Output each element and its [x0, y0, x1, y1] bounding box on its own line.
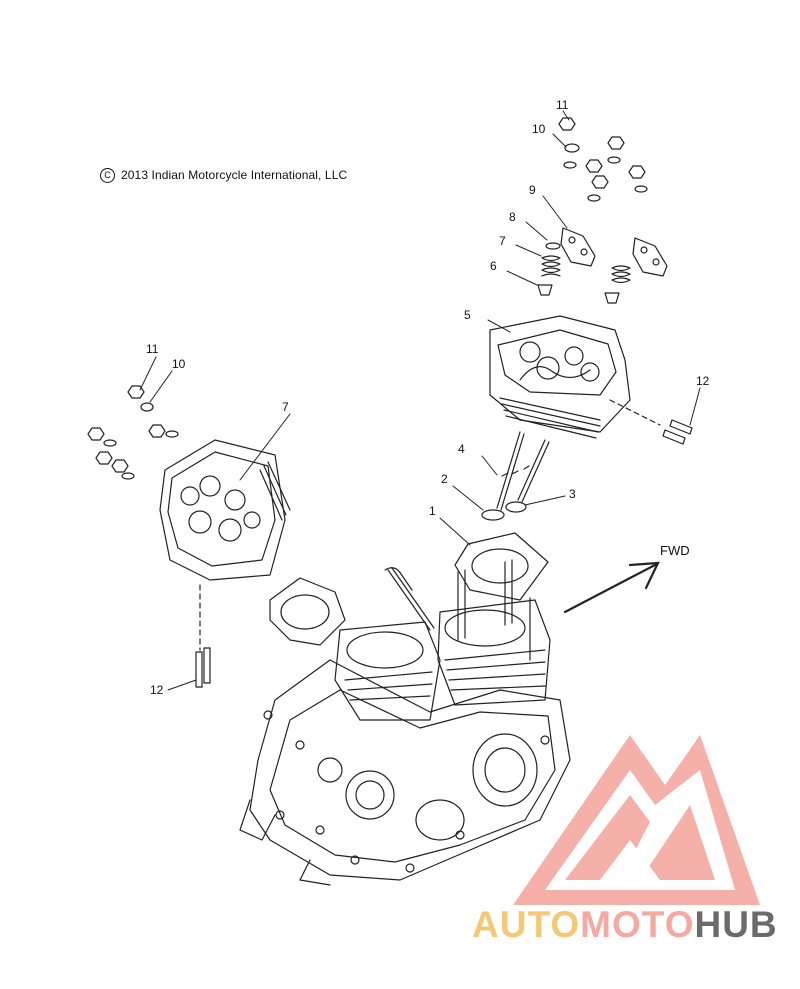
callout-2: 2	[441, 472, 448, 486]
dowel-pins-rear	[609, 399, 693, 445]
brand-part-auto: AUTO	[472, 904, 581, 945]
rear-cylinder-head	[489, 315, 631, 439]
dowel-pins-front	[195, 584, 211, 688]
crankcase-and-cylinders	[239, 559, 571, 886]
copyright-text: 2013 Indian Motorcycle International, LL…	[121, 168, 348, 182]
valve-springs	[537, 242, 631, 304]
watermark-logo-icon	[513, 735, 760, 905]
callout-3: 3	[569, 487, 576, 501]
callout-5: 5	[464, 308, 471, 322]
brand-part-moto: MOTO	[580, 904, 695, 945]
copyright-symbol: C	[100, 168, 115, 184]
callout-11-rear: 11	[556, 98, 569, 112]
callout-9: 9	[529, 183, 536, 197]
front-cylinder-head	[159, 439, 291, 581]
rear-head-nuts	[558, 117, 648, 202]
callout-10-front: 10	[172, 357, 186, 371]
rear-head-gasket	[454, 532, 549, 601]
valves	[481, 431, 550, 521]
forward-direction-label: FWD	[660, 543, 690, 558]
callout-7-front: 7	[282, 400, 289, 414]
rocker-supports	[560, 227, 668, 277]
callout-1: 1	[429, 504, 436, 518]
callout-12-front: 12	[150, 683, 164, 697]
leader-lines	[139, 110, 701, 691]
forward-arrow-icon	[563, 561, 660, 614]
callout-12-rear: 12	[696, 374, 710, 388]
callout-4: 4	[458, 442, 465, 456]
front-head-gasket	[269, 577, 346, 646]
callout-7-rear: 7	[499, 234, 506, 248]
brand-part-hub: HUB	[694, 904, 778, 945]
watermark-brand: AUTOMOTOHUB	[472, 904, 778, 946]
copyright-notice: C 2013 Indian Motorcycle International, L…	[100, 168, 348, 184]
callout-6: 6	[490, 259, 497, 273]
callout-8: 8	[509, 210, 516, 224]
callout-11-front: 11	[146, 342, 159, 356]
callout-10-rear: 10	[532, 122, 546, 136]
front-head-nuts	[87, 385, 179, 480]
